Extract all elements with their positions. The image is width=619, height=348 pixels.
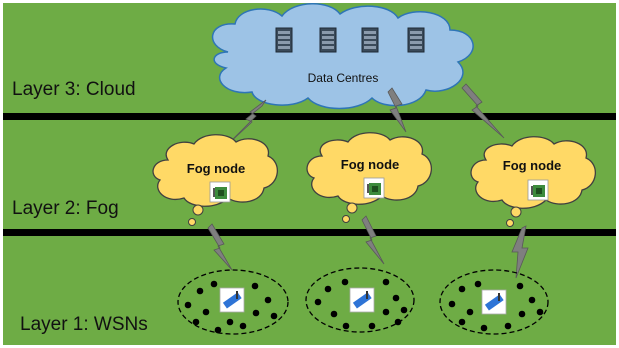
- server-icon: [275, 27, 293, 53]
- lightning-link: [361, 215, 385, 265]
- gateway-icon: [209, 181, 231, 203]
- fog-node-3: Fog node: [470, 136, 596, 227]
- wsn-gateway-icon: [481, 289, 507, 315]
- server-icon: [361, 27, 379, 53]
- sensor-node: [184, 280, 278, 334]
- server-icon: [319, 27, 337, 53]
- divider-cloud-fog: [3, 113, 616, 120]
- gateway-icon: [527, 179, 549, 201]
- fog-node-1: Fog node: [152, 134, 278, 226]
- server-icon: [407, 27, 425, 53]
- layer-label-wsn: Layer 1: WSNs: [20, 314, 148, 335]
- fog-node-label: Fog node: [341, 157, 400, 172]
- data-centre-cloud: Data Centres: [211, 3, 474, 110]
- cloud-label: Data Centres: [308, 71, 379, 85]
- wsn-gateway-icon: [219, 287, 245, 313]
- lightning-link: [387, 87, 407, 133]
- layer-label-fog: Layer 2: Fog: [12, 198, 119, 219]
- fog-wsn-links: [207, 215, 529, 279]
- fog-node-2: Fog node: [306, 132, 432, 223]
- layer-label-cloud: Layer 3: Cloud: [12, 79, 136, 100]
- fog-node-label: Fog node: [503, 158, 562, 173]
- wsn-cluster-1: [177, 269, 289, 335]
- sensor-node: [448, 280, 544, 332]
- wsn-gateway-icon: [349, 287, 375, 313]
- fog-node-label: Fog node: [187, 161, 246, 176]
- wsn-cluster-2: [305, 267, 415, 333]
- sensor-node: [314, 278, 408, 330]
- gateway-icon: [363, 177, 385, 199]
- divider-fog-wsn: [3, 229, 616, 236]
- lightning-link: [511, 225, 529, 279]
- cloud-fog-links: [225, 83, 505, 147]
- lightning-link: [207, 223, 233, 271]
- wsn-cluster-3: [439, 269, 549, 335]
- lightning-link: [461, 83, 505, 139]
- lightning-link: [225, 99, 267, 147]
